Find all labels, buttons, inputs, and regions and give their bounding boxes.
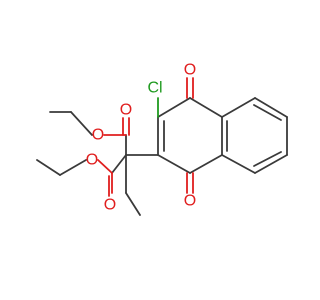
bond bbox=[253, 104, 282, 121]
bond bbox=[221, 154, 256, 174]
atom-label-o: O bbox=[92, 127, 104, 144]
bond bbox=[70, 111, 93, 136]
bond bbox=[59, 159, 87, 176]
bond bbox=[157, 154, 191, 174]
atom-label-o: O bbox=[184, 62, 196, 79]
bond bbox=[254, 97, 288, 118]
molecule-structure-diagram: Cl O O O O O O bbox=[36, 62, 288, 216]
atom-label-o: O bbox=[120, 102, 132, 119]
bond bbox=[221, 97, 256, 118]
bond bbox=[189, 154, 223, 174]
bond bbox=[97, 159, 113, 174]
bond bbox=[157, 97, 191, 118]
bond bbox=[36, 159, 61, 176]
atom-label-o: O bbox=[184, 193, 196, 210]
atom-label-o: O bbox=[86, 152, 98, 169]
atom-label-o: O bbox=[104, 197, 116, 214]
bond bbox=[254, 154, 288, 174]
bond bbox=[111, 154, 127, 174]
bond bbox=[253, 151, 282, 167]
atom-label-cl: Cl bbox=[147, 80, 162, 97]
bond bbox=[189, 97, 223, 118]
bond bbox=[125, 192, 141, 216]
